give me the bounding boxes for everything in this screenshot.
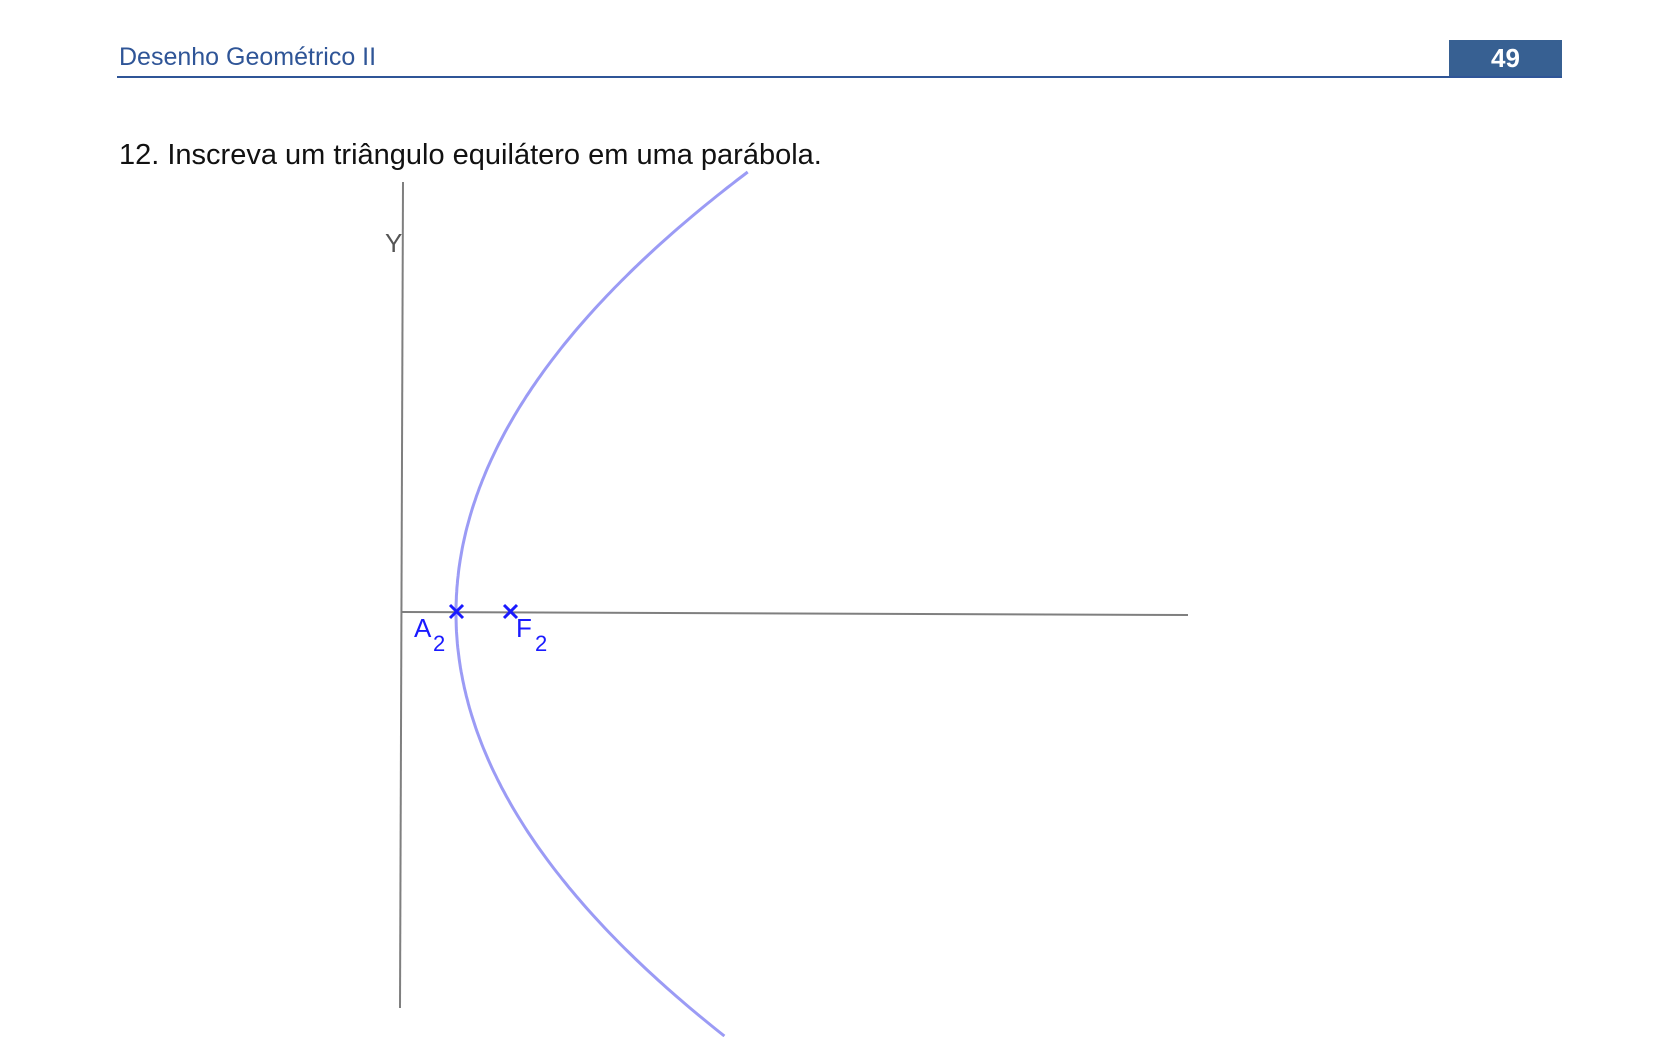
y-axis-line (399, 181, 404, 1009)
parabola-curve (454, 170, 749, 1037)
y-axis-label: Y (385, 228, 402, 258)
vertex-label: A (414, 613, 432, 643)
focus-label-letter: F (516, 613, 532, 643)
page-number-badge: 49 (1449, 40, 1562, 76)
vertex-point-marker (448, 603, 465, 620)
focus-label: F (516, 613, 532, 643)
header-divider (117, 76, 1562, 78)
exercise-statement: 12. Inscreva um triângulo equilátero em … (119, 139, 822, 171)
focus-label-subscript: 2 (535, 631, 547, 656)
document-header-title: Desenho Geométrico II (119, 43, 377, 71)
vertex-label-letter: A (414, 613, 432, 643)
vertex-label-subscript: 2 (433, 631, 445, 656)
x-axis-line (401, 611, 1189, 616)
focus-point-marker (502, 603, 519, 620)
